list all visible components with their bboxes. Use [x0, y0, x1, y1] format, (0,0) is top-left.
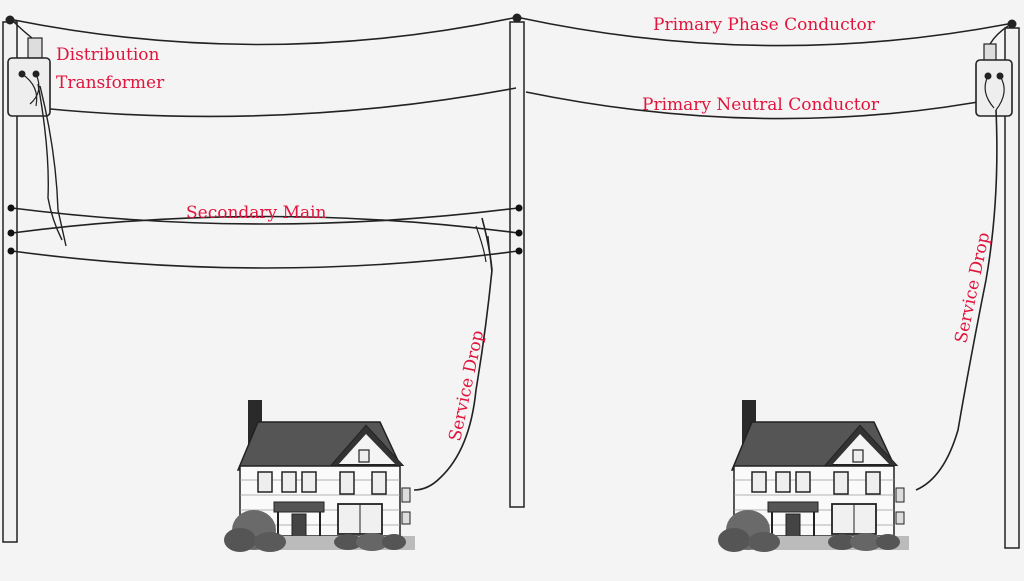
primary-phase-conductor-line [13, 17, 1009, 47]
secondary-main-terminals [7, 204, 523, 255]
service-drop-right-line [915, 109, 998, 491]
label-primary-neutral-conductor: Primary Neutral Conductor [642, 95, 880, 115]
insulator-middle [512, 13, 522, 23]
label-service-drop-right: Service Drop [951, 230, 994, 345]
label-distribution-transformer-2: Transformer [56, 73, 165, 93]
pole-middle [509, 21, 525, 508]
transformer-secondary-leads [37, 83, 67, 247]
service-drop-left-tie [475, 225, 493, 275]
label-secondary-main: Secondary Main [186, 203, 327, 223]
label-distribution-transformer-1: Distribution [56, 45, 160, 65]
house-right [717, 399, 910, 553]
transformer-primary-tap-right [989, 25, 1009, 45]
label-primary-phase-conductor: Primary Phase Conductor [653, 15, 876, 35]
label-service-drop-left: Service Drop [445, 328, 488, 443]
house-left [223, 399, 416, 553]
primary-neutral-conductor-line [39, 87, 1001, 120]
transformer-primary-tap [13, 21, 33, 39]
insulator-left [5, 15, 15, 25]
distribution-transformer-left [7, 37, 51, 117]
insulator-right [1007, 19, 1017, 29]
secondary-main-lines [11, 207, 519, 269]
